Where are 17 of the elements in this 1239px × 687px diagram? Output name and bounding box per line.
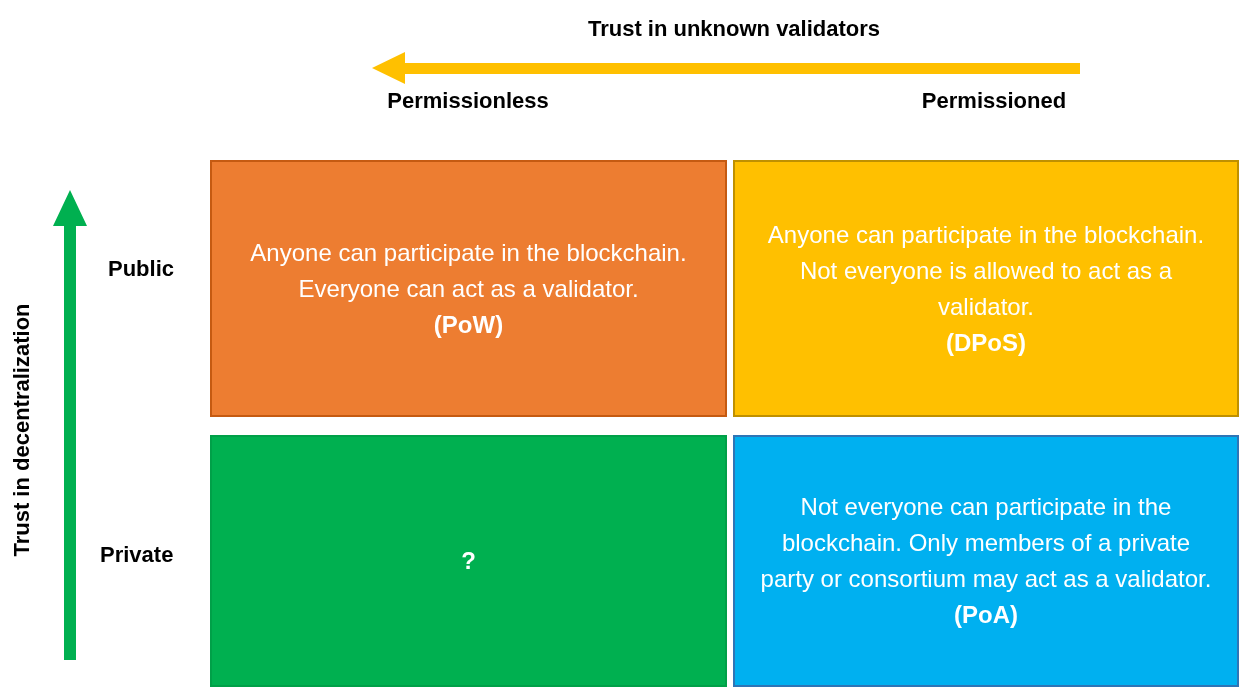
quadrant-box	[210, 160, 727, 417]
quadrant-box	[210, 435, 727, 687]
row-label: Public	[108, 256, 174, 282]
axis-label: Permissionless	[387, 88, 549, 114]
axis-title: Trust in unknown validators	[587, 16, 881, 42]
example-label: (PoA)	[954, 600, 1018, 630]
example-label: (DPoS)	[946, 327, 1026, 358]
row-label: Private	[100, 542, 174, 568]
axis-label: Permissioned	[921, 88, 1067, 114]
quadrant-box	[733, 160, 1239, 417]
example-label: (PoW)	[433, 309, 504, 340]
description-text: Not everyone can participate in the blockchain. Only members of a private party or consortium may act as a validator.	[759, 492, 1213, 594]
description-text: Anyone can participate in the blockchain. Everyone can act as a validator.	[249, 237, 688, 304]
question-mark: ?	[461, 546, 476, 576]
quadrant-box	[733, 435, 1239, 687]
axis-title: Trust in decentralization	[9, 303, 35, 557]
description-text: Anyone can participate in the blockchain. Not everyone is allowed to act as a validator.	[766, 219, 1206, 322]
